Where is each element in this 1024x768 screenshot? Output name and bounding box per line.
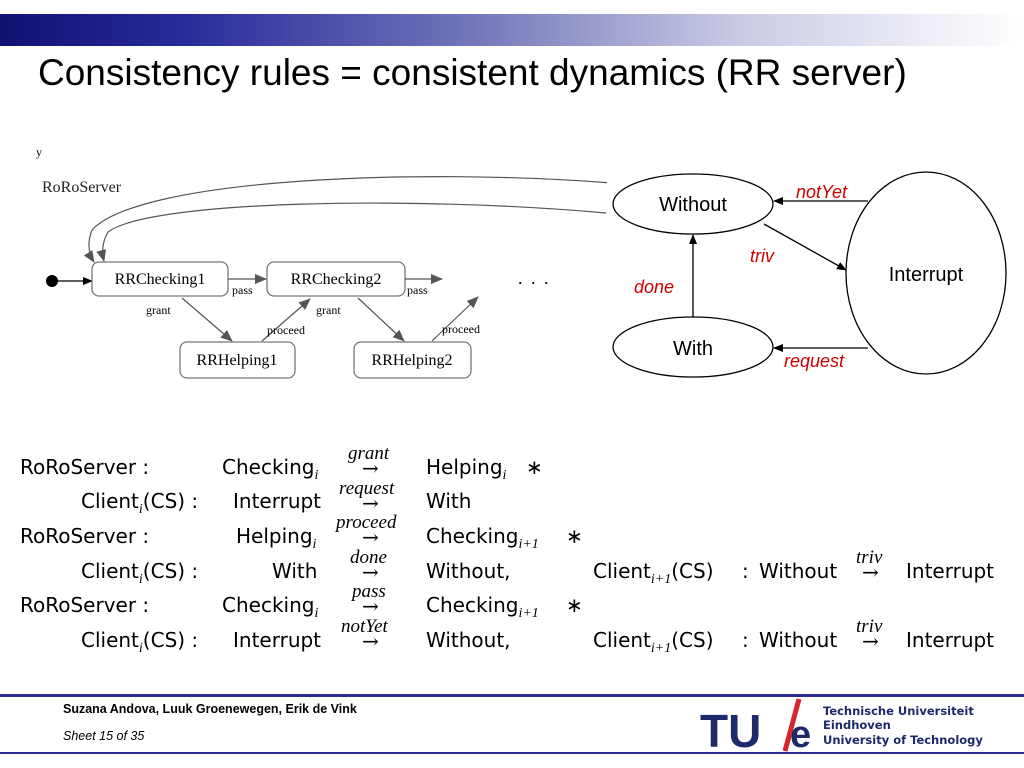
svg-text:RRHelping2: RRHelping2 — [372, 352, 453, 369]
rule6-extra-to: Interrupt — [906, 628, 995, 652]
rule4-extra-lhs: Clienti+1(CS) — [593, 559, 714, 587]
rule4-lhs: Clienti(CS) : — [81, 559, 199, 587]
rule2-action: request — [339, 478, 395, 499]
footer-authors: Suzana Andova, Luuk Groenewegen, Erik de… — [63, 702, 357, 716]
rule6-to: Without, — [426, 628, 511, 652]
rule6-extra-lhs: Clienti+1(CS) — [593, 628, 714, 656]
label-grant-1: grant — [146, 303, 171, 317]
ellipsis: . . . — [518, 268, 551, 288]
rule4-to: Without, — [426, 559, 511, 583]
label-notyet: notYet — [796, 182, 848, 202]
rule3-arrow: → — [362, 525, 379, 549]
label-request: request — [784, 351, 845, 371]
rule1-action: grant — [348, 443, 390, 464]
logo-mark-e: e — [790, 714, 811, 753]
label-pass-1: pass — [232, 283, 253, 297]
state-rrhelping2: RRHelping2 — [353, 341, 472, 379]
label-proceed-1: proceed — [267, 323, 305, 337]
return-arc-outer — [83, 176, 613, 263]
rule1-star: ∗ — [526, 455, 543, 479]
logo-mark-tu: TU — [700, 705, 761, 753]
rule3-from: Helpingi — [236, 524, 317, 552]
rule6-from: Interrupt — [233, 628, 322, 652]
label-triv: triv — [750, 246, 775, 266]
client-state-without: Without — [612, 173, 774, 235]
edge-triv — [763, 223, 847, 271]
rule4-action: done — [350, 547, 387, 568]
rule3-star: ∗ — [566, 524, 583, 548]
rule2-to: With — [426, 489, 472, 513]
rule3-action: proceed — [336, 512, 397, 533]
initial-state-dot — [46, 275, 58, 287]
title-bar-gradient — [0, 14, 1024, 46]
rule5-lhs: RoRoServer : — [20, 593, 150, 617]
logo-line-1: Technische Universiteit — [823, 704, 974, 718]
rule4-extra-from: Without — [759, 559, 838, 583]
state-rrchecking1: RRChecking1 — [91, 261, 229, 297]
rule4-from: With — [272, 559, 318, 583]
rule4-extra-to: Interrupt — [906, 559, 995, 583]
rule5-to: Checkingi+1 — [426, 593, 539, 621]
server-diagram: y RoRoServer RRChecking1 RRChecking2 RRH… — [36, 145, 613, 379]
client-state-interrupt: Interrupt — [845, 171, 1007, 375]
rule2-arrow: → — [362, 491, 379, 515]
label-pass-2: pass — [407, 283, 428, 297]
rule2-from: Interrupt — [233, 489, 322, 513]
rule2-lhs: Clienti(CS) : — [81, 489, 199, 517]
server-diagram-title: RoRoServer — [42, 179, 122, 196]
rule4-extra-action: triv — [856, 547, 883, 568]
consistency-rules: RoRoServer : Checkingi grant → Helpingi … — [0, 443, 1024, 665]
rule6-extra-action: triv — [856, 616, 883, 637]
edge-grant-2 — [357, 297, 405, 342]
rule6-lhs: Clienti(CS) : — [81, 628, 199, 656]
state-rrhelping1: RRHelping1 — [179, 341, 296, 379]
footer-sheet-number: Sheet 15 of 35 — [63, 729, 145, 743]
rule4-extra-sep: : — [742, 559, 749, 583]
client-state-with: With — [612, 316, 774, 378]
rule5-action: pass — [352, 581, 386, 602]
rule6-action: notYet — [341, 616, 388, 637]
rule5-arrow: → — [362, 594, 379, 618]
tue-logo: TU e Technische Universiteit Eindhoven U… — [700, 698, 983, 753]
rule5-from: Checkingi — [222, 593, 319, 621]
svg-text:With: With — [673, 338, 713, 360]
svg-text:Without: Without — [659, 194, 727, 216]
state-rrchecking2: RRChecking2 — [266, 261, 406, 297]
logo-line-2: Eindhoven — [823, 718, 891, 732]
edge-proceed-1 — [261, 298, 311, 342]
rule4-extra-arrow: → — [862, 560, 879, 584]
slide-title: Consistency rules = consistent dynamics … — [38, 52, 907, 93]
svg-text:RRChecking1: RRChecking1 — [115, 271, 206, 288]
label-proceed-2: proceed — [442, 322, 480, 336]
rule1-lhs: RoRoServer : — [20, 455, 150, 479]
rule6-extra-arrow: → — [862, 629, 879, 653]
return-arc-inner — [96, 202, 607, 262]
rule5-star: ∗ — [566, 593, 583, 617]
footer-rule-bottom — [0, 752, 1024, 754]
rule6-arrow: → — [362, 629, 379, 653]
rule4-arrow: → — [362, 560, 379, 584]
label-done: done — [634, 277, 674, 297]
client-diagram: Without Interrupt With notYet triv done … — [607, 165, 1017, 380]
svg-text:RRHelping1: RRHelping1 — [197, 352, 278, 369]
corner-mark: y — [36, 145, 42, 159]
rule3-to: Checkingi+1 — [426, 524, 539, 552]
svg-text:RRChecking2: RRChecking2 — [291, 271, 382, 288]
edge-grant-1 — [181, 297, 233, 342]
rule1-to: Helpingi — [426, 455, 507, 483]
logo-line-3: University of Technology — [823, 733, 983, 747]
rule1-from: Checkingi — [222, 455, 319, 483]
rule1-arrow: → — [362, 456, 379, 480]
svg-text:Interrupt: Interrupt — [889, 264, 964, 286]
rule3-lhs: RoRoServer : — [20, 524, 150, 548]
logo-slash — [782, 698, 802, 752]
rule6-extra-sep: : — [742, 628, 749, 652]
edge-proceed-2 — [431, 296, 479, 342]
diagrams: y RoRoServer RRChecking1 RRChecking2 RRH… — [36, 145, 1017, 380]
footer-rule-top — [0, 694, 1024, 697]
rule6-extra-from: Without — [759, 628, 838, 652]
label-grant-2: grant — [316, 303, 341, 317]
